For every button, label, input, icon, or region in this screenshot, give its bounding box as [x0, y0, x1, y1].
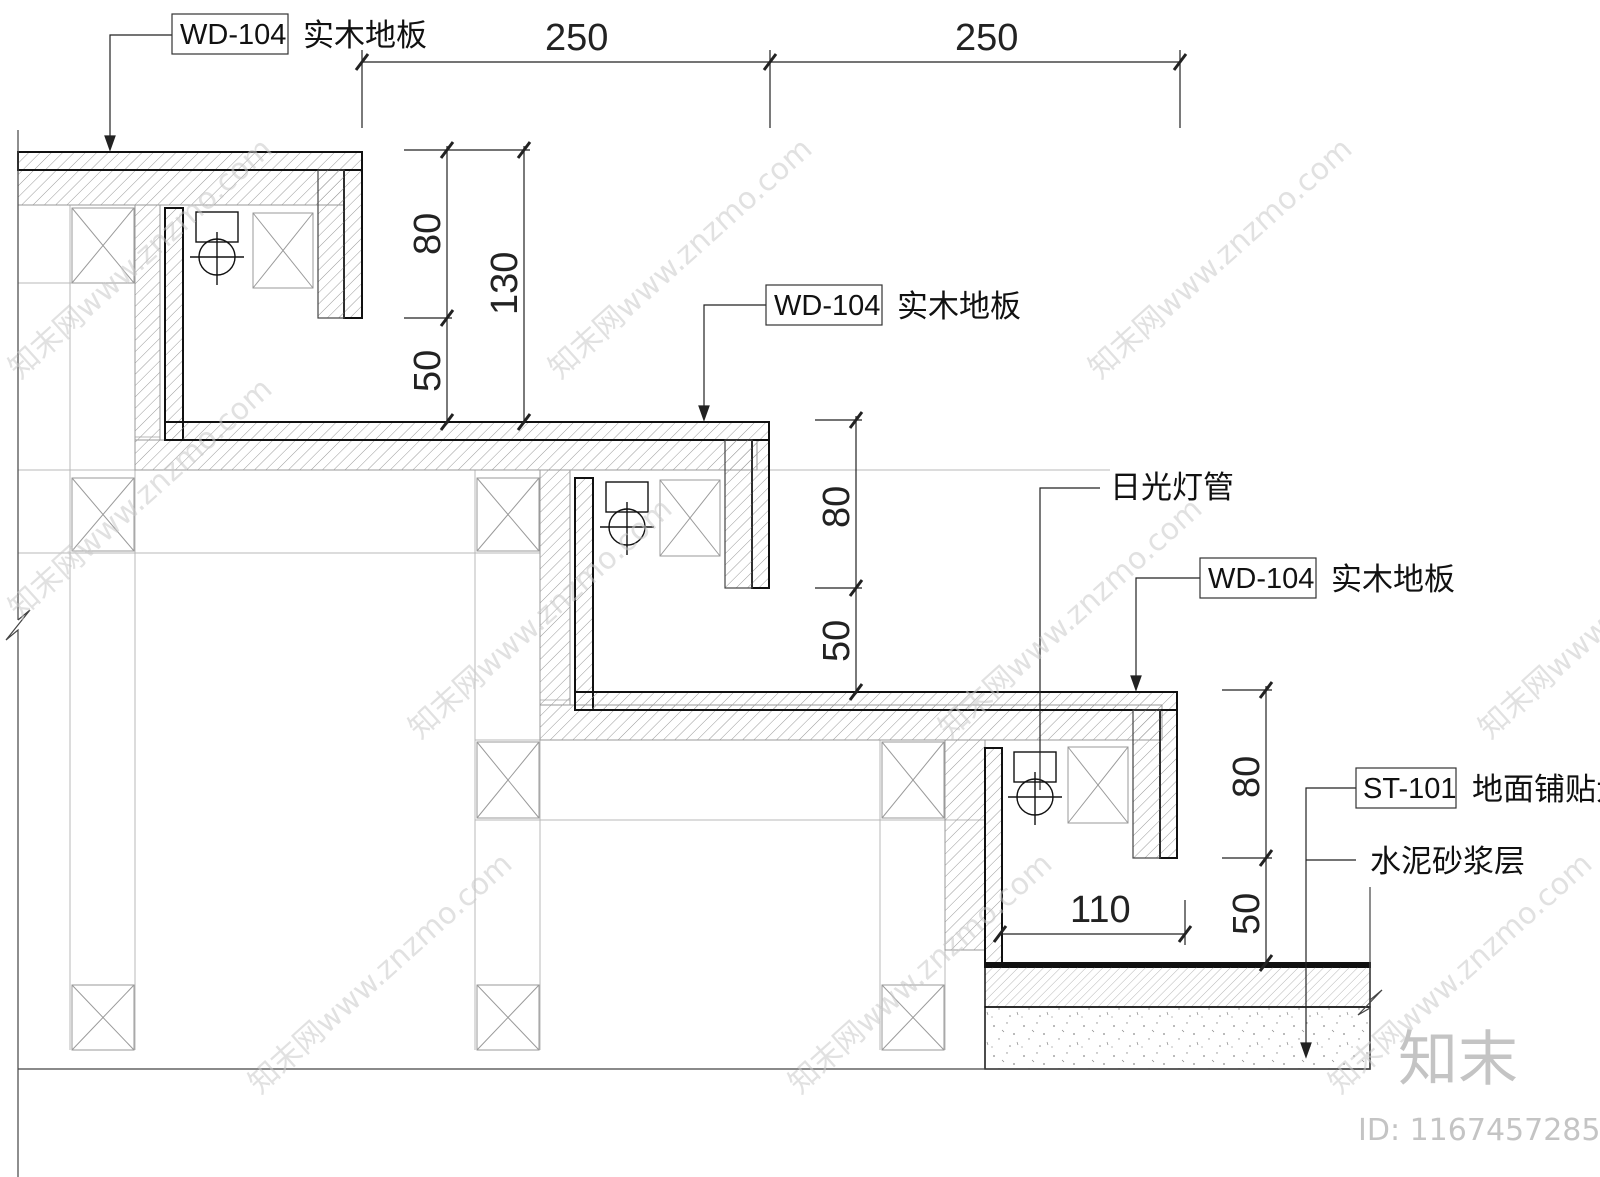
label-cement-mortar: 水泥砂浆层	[1370, 844, 1525, 879]
tag-st101: ST-101	[1363, 773, 1457, 805]
stone-floor	[984, 966, 1371, 1070]
asset-id: ID: 1167457285	[1358, 1113, 1600, 1148]
label-solid-wood-2: 实木地板	[897, 289, 1021, 324]
tag-wd104-3: WD-104	[1208, 563, 1314, 595]
base-line	[5, 130, 1383, 1177]
tag-wd104-1: WD-104	[180, 19, 286, 51]
tag-wd104-2: WD-104	[774, 290, 880, 322]
dim-step1-total: 130	[484, 252, 526, 315]
annotations: WD-104 实木地板 WD-104 实木地板 WD-104 实木地板 ST-1…	[180, 18, 1600, 879]
dimension-values: 250 250 80 50 130 80 50 80 50 110	[407, 17, 1268, 935]
floor-finish-profile	[17, 151, 1371, 968]
label-solid-wood-1: 实木地板	[303, 18, 427, 53]
timber-blocking	[71, 207, 1129, 1051]
dim-step3-upper: 80	[1226, 756, 1268, 798]
dim-top-right: 250	[955, 17, 1018, 59]
label-solid-wood-3: 实木地板	[1331, 562, 1455, 597]
label-fluorescent-tube: 日光灯管	[1110, 470, 1234, 505]
watermark-text: 知末网www.znzmo.com	[242, 846, 519, 1101]
dim-recess: 110	[1070, 889, 1131, 931]
dim-step2-upper: 80	[816, 486, 858, 528]
leader-lines	[104, 34, 1356, 1059]
brand-watermark: 知末 ID: 1167457285	[1358, 1025, 1600, 1148]
dim-step3-lower: 50	[1226, 893, 1268, 935]
dimension-lines	[354, 50, 1274, 972]
label-floor-tile: 地面铺贴大	[1472, 772, 1600, 807]
dim-step1-lower: 50	[407, 350, 449, 392]
watermark-text: 知末网www.znzmo.com	[1082, 131, 1359, 386]
watermark-text: 知末网www.znzmo.com	[1472, 491, 1600, 746]
watermarks: 知末网www.znzmo.com 知末网www.znzmo.com 知末网www…	[2, 131, 1600, 1101]
dim-top-left: 250	[545, 17, 608, 59]
lamp-fixtures	[190, 211, 1062, 825]
dim-step1-upper: 80	[407, 213, 449, 255]
brand-logo-text: 知末	[1398, 1025, 1518, 1095]
watermark-text: 知末网www.znzmo.com	[542, 131, 819, 386]
material-tag-boxes	[171, 13, 1457, 809]
dim-step2-lower: 50	[816, 620, 858, 662]
